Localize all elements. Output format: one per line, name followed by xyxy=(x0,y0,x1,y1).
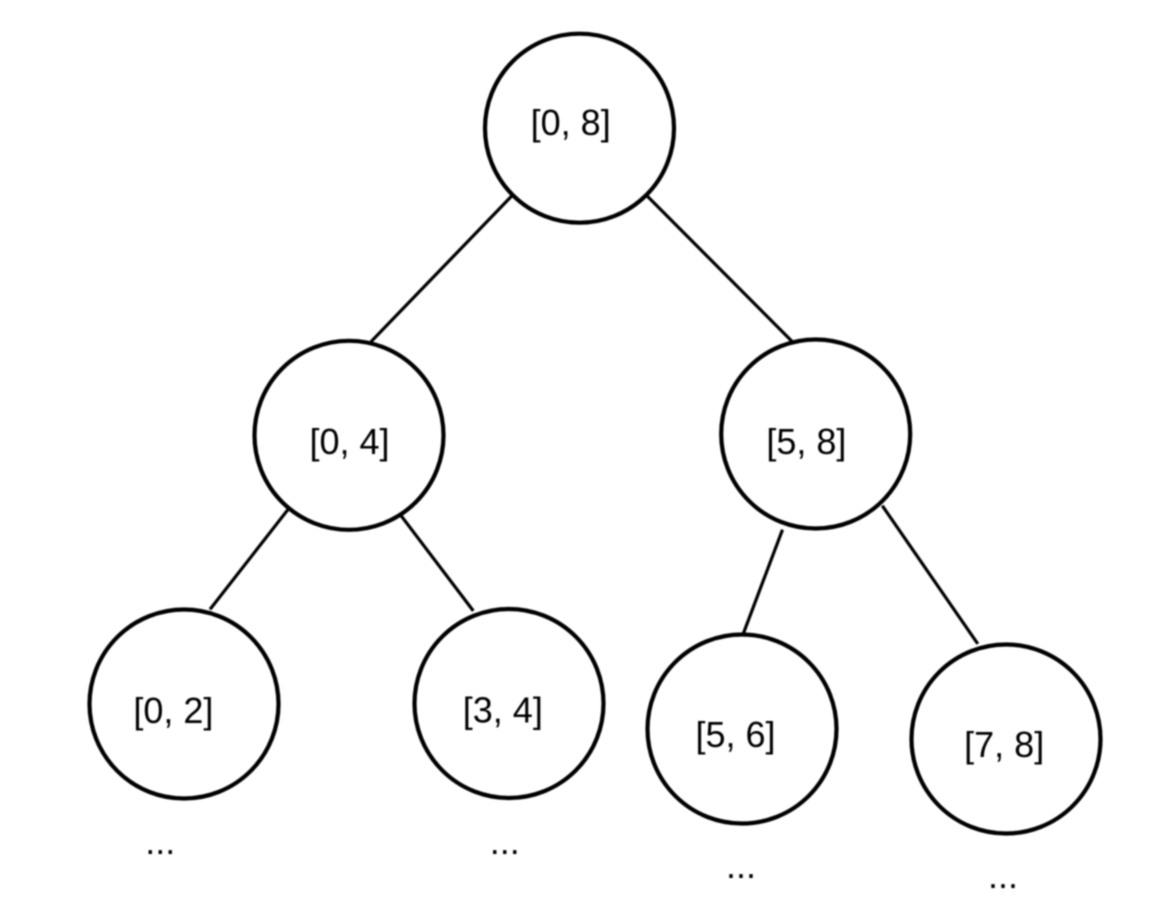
svg-text:[5, 6]: [5, 6] xyxy=(695,714,775,755)
svg-text:...: ... xyxy=(988,855,1018,896)
svg-text:[7, 8]: [7, 8] xyxy=(964,724,1044,765)
svg-text:...: ... xyxy=(145,821,175,862)
svg-text:[5, 8]: [5, 8] xyxy=(766,421,846,462)
svg-text:[0, 4]: [0, 4] xyxy=(309,421,389,462)
svg-text:...: ... xyxy=(490,821,520,862)
svg-text:[0, 2]: [0, 2] xyxy=(133,690,213,731)
svg-text:...: ... xyxy=(726,845,756,886)
svg-text:[0, 8]: [0, 8] xyxy=(531,102,611,143)
svg-text:[3, 4]: [3, 4] xyxy=(463,690,543,731)
